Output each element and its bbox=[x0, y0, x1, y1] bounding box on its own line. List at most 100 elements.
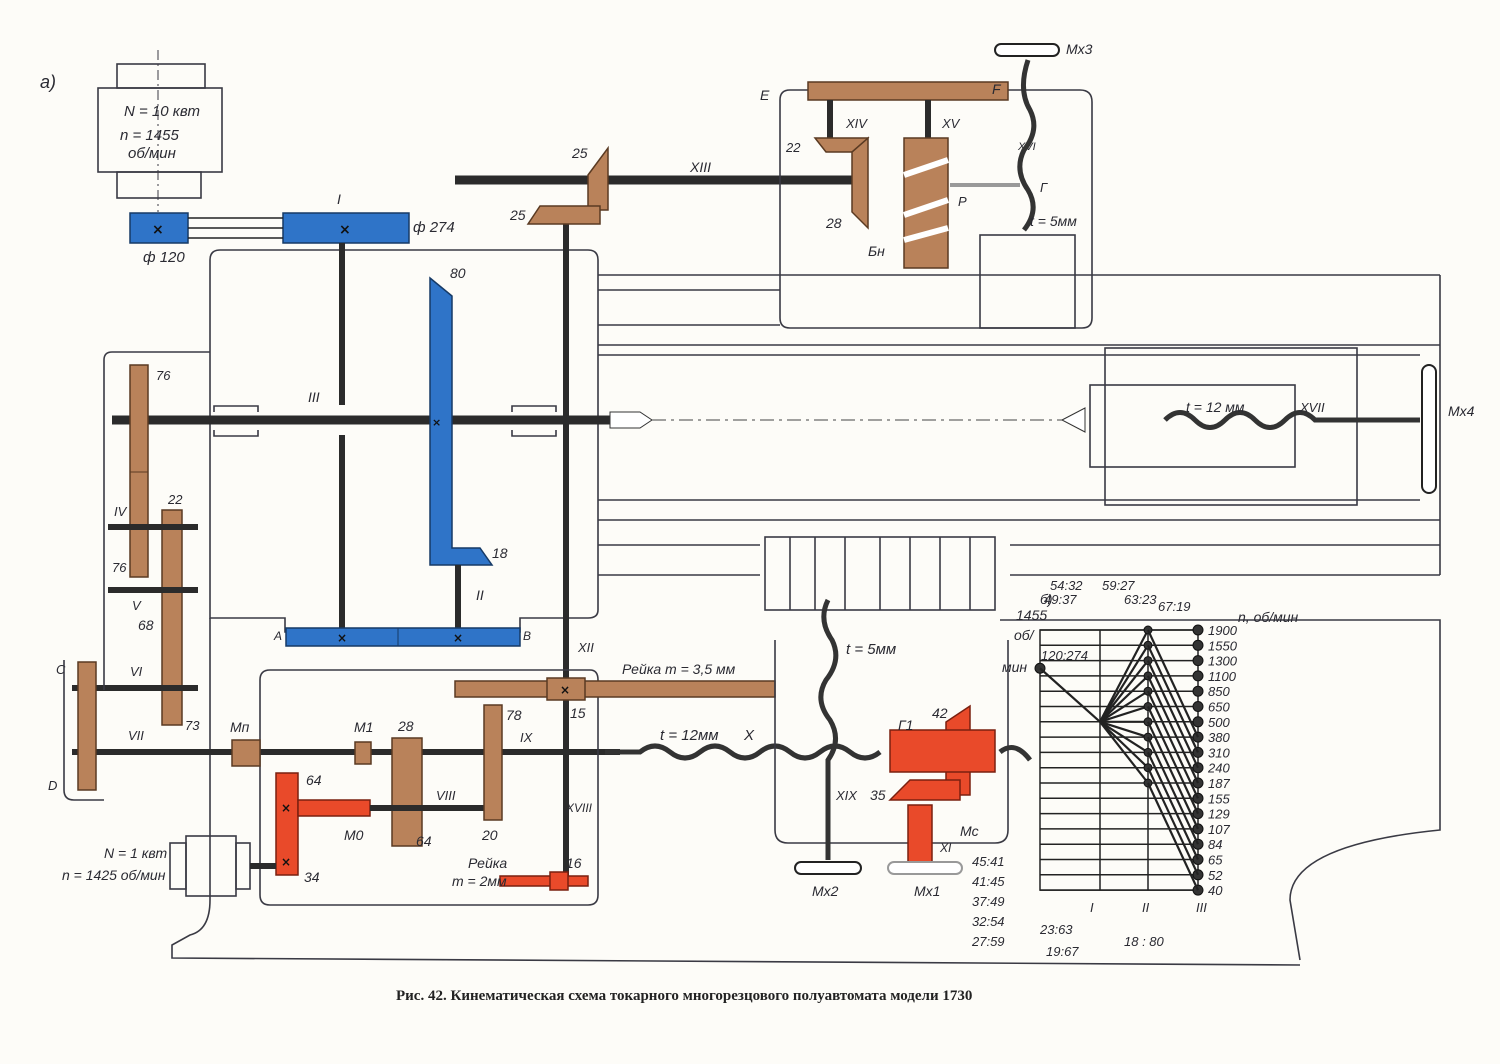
speed-tick-label: 1900 bbox=[1208, 623, 1238, 638]
input-speed-label: 1455 bbox=[1016, 607, 1047, 623]
gear-42-label: 42 bbox=[932, 705, 948, 721]
clutch-Mc-label: Мс bbox=[960, 823, 979, 839]
speed-tick-label: 380 bbox=[1208, 730, 1230, 745]
speed-point bbox=[1192, 639, 1204, 651]
ratio-label-left: 41:45 bbox=[972, 874, 1005, 889]
tailstock: t = 12 мм XVII bbox=[1060, 347, 1420, 506]
lead-screw-X bbox=[605, 743, 882, 761]
ratio-ray bbox=[1099, 705, 1149, 723]
rear-screw-pitch-label: t = 5мм bbox=[1030, 213, 1077, 229]
headstock-housing bbox=[209, 249, 599, 633]
svg-text:×: × bbox=[281, 801, 291, 815]
gear-28b-label: 28 bbox=[397, 718, 414, 734]
gear-22-68-73 bbox=[161, 509, 183, 726]
clutch-M0-label: М0 bbox=[344, 827, 364, 843]
rack-m2-label-b: m = 2мм bbox=[452, 873, 507, 889]
shaft-XVII-label: XVII bbox=[1299, 400, 1325, 415]
tailstock-screw-pitch-label: t = 12 мм bbox=[1186, 399, 1245, 415]
ratio-ray bbox=[1099, 721, 1149, 784]
shaft-VI-label: VI bbox=[130, 664, 143, 679]
gear-76b-label: 76 bbox=[112, 560, 127, 575]
cross-screw-pitch-label: t = 5мм bbox=[846, 641, 896, 658]
reduction-ray bbox=[1147, 675, 1199, 784]
shaft-II-label: II bbox=[476, 587, 484, 603]
clutch-Mp-label: Мп bbox=[230, 719, 250, 735]
gear-64b-label: 64 bbox=[416, 833, 432, 849]
ratio-label-top: 49:37 bbox=[1044, 592, 1077, 607]
speed-tick-label: 1100 bbox=[1208, 669, 1237, 684]
speed-tick-label: 650 bbox=[1208, 700, 1230, 715]
feed-motor: N = 1 квт n = 1425 об/мин bbox=[62, 835, 276, 897]
gear-64-34 bbox=[275, 772, 299, 876]
reduction-ray bbox=[1147, 767, 1199, 876]
gear-22-label: 22 bbox=[167, 492, 183, 507]
ratio-label-left: 32:54 bbox=[972, 914, 1005, 929]
belt-ratio-label: 120:274 bbox=[1041, 648, 1088, 663]
pulley-small-label: ф 120 bbox=[143, 249, 185, 266]
gear-28-64 bbox=[391, 737, 423, 847]
speed-tick-label: 240 bbox=[1207, 761, 1230, 776]
ratio-ray bbox=[1099, 629, 1149, 723]
ratio-ray bbox=[1099, 675, 1149, 723]
reduction-ray bbox=[1147, 721, 1199, 830]
gear-15-label: 15 bbox=[570, 705, 586, 721]
rack-m35 bbox=[454, 680, 776, 698]
change-gears-CD bbox=[77, 661, 97, 791]
main-motor-speed: n = 1455 bbox=[120, 127, 179, 144]
pulley-large-label: ф 274 bbox=[413, 219, 455, 236]
speed-tick-label: 65 bbox=[1208, 853, 1223, 868]
bevel-gear-35 bbox=[888, 779, 961, 801]
svg-text:×: × bbox=[432, 416, 441, 429]
gear-A-label: A bbox=[273, 629, 282, 643]
ratio-ray bbox=[1099, 720, 1149, 754]
rear-slide-housing bbox=[779, 89, 1093, 329]
gear-78-label: 78 bbox=[506, 707, 522, 723]
change-gears-EF bbox=[807, 81, 1009, 101]
rear-screw-XVI bbox=[1017, 59, 1037, 232]
nut-G1-label: Г1 bbox=[898, 717, 913, 733]
ratio-ray bbox=[1099, 690, 1149, 723]
speed-tick-label: 107 bbox=[1208, 822, 1230, 837]
part-b-label: б) bbox=[1040, 591, 1053, 607]
feed-box-housing bbox=[259, 669, 599, 906]
speed-tick-label: 850 bbox=[1208, 684, 1230, 699]
handwheel-Mx4[interactable]: Мх4 bbox=[1421, 364, 1475, 494]
gear-20-label: 20 bbox=[481, 827, 498, 843]
ratio-ray bbox=[1099, 659, 1149, 723]
main-motor-power: N = 10 квт bbox=[124, 103, 200, 120]
speed-chart: б) 1455 об/ мин 120:274 n, об/мин 190015… bbox=[971, 578, 1299, 959]
handwheel-Mx1[interactable]: Мх1 bbox=[887, 861, 963, 899]
input-unit-a: об/ bbox=[1014, 627, 1036, 643]
speed-tick-label: 155 bbox=[1208, 791, 1230, 806]
handwheel-Mx2[interactable]: Мх2 bbox=[794, 861, 862, 899]
shaft-XV-label: XV bbox=[941, 116, 961, 131]
figure-caption: Рис. 42. Кинематическая схема токарного … bbox=[396, 988, 972, 1004]
shaft-XII-label: XII bbox=[577, 640, 594, 655]
handwheel-Mx3[interactable]: Мх3 bbox=[994, 41, 1093, 57]
rack-m2-label-a: Рейка bbox=[468, 855, 507, 871]
shaft-I-label: I bbox=[337, 191, 341, 207]
speed-point bbox=[1192, 670, 1204, 682]
lead-screw-pitch-label: t = 12мм bbox=[660, 727, 719, 744]
cam-drum-Bn-label: Бн bbox=[868, 243, 885, 259]
cross-screw-XIX bbox=[818, 598, 839, 860]
svg-text:×: × bbox=[281, 855, 291, 869]
feed-motor-power: N = 1 квт bbox=[104, 845, 168, 861]
belt-ray bbox=[1039, 667, 1101, 723]
ratio-ray bbox=[1099, 721, 1149, 769]
clutch-M1 bbox=[354, 741, 372, 765]
input-unit-b: мин bbox=[1002, 659, 1027, 675]
ratio-ray bbox=[1099, 720, 1149, 739]
gear-D-label: D bbox=[48, 778, 57, 793]
svg-text:×: × bbox=[339, 222, 351, 238]
svg-text:×: × bbox=[560, 683, 570, 697]
belt-drive: × × ф 120 ф 274 I bbox=[129, 191, 455, 266]
main-motor: N = 10 квт n = 1455 об/мин bbox=[97, 50, 223, 212]
reduction-ray bbox=[1147, 736, 1199, 845]
gear-35-label: 35 bbox=[870, 787, 886, 803]
gear-B-label: B bbox=[523, 629, 531, 643]
speed-point bbox=[1192, 701, 1204, 712]
chart-frame bbox=[1039, 629, 1199, 891]
shaft-VII-label: VII bbox=[128, 728, 144, 743]
